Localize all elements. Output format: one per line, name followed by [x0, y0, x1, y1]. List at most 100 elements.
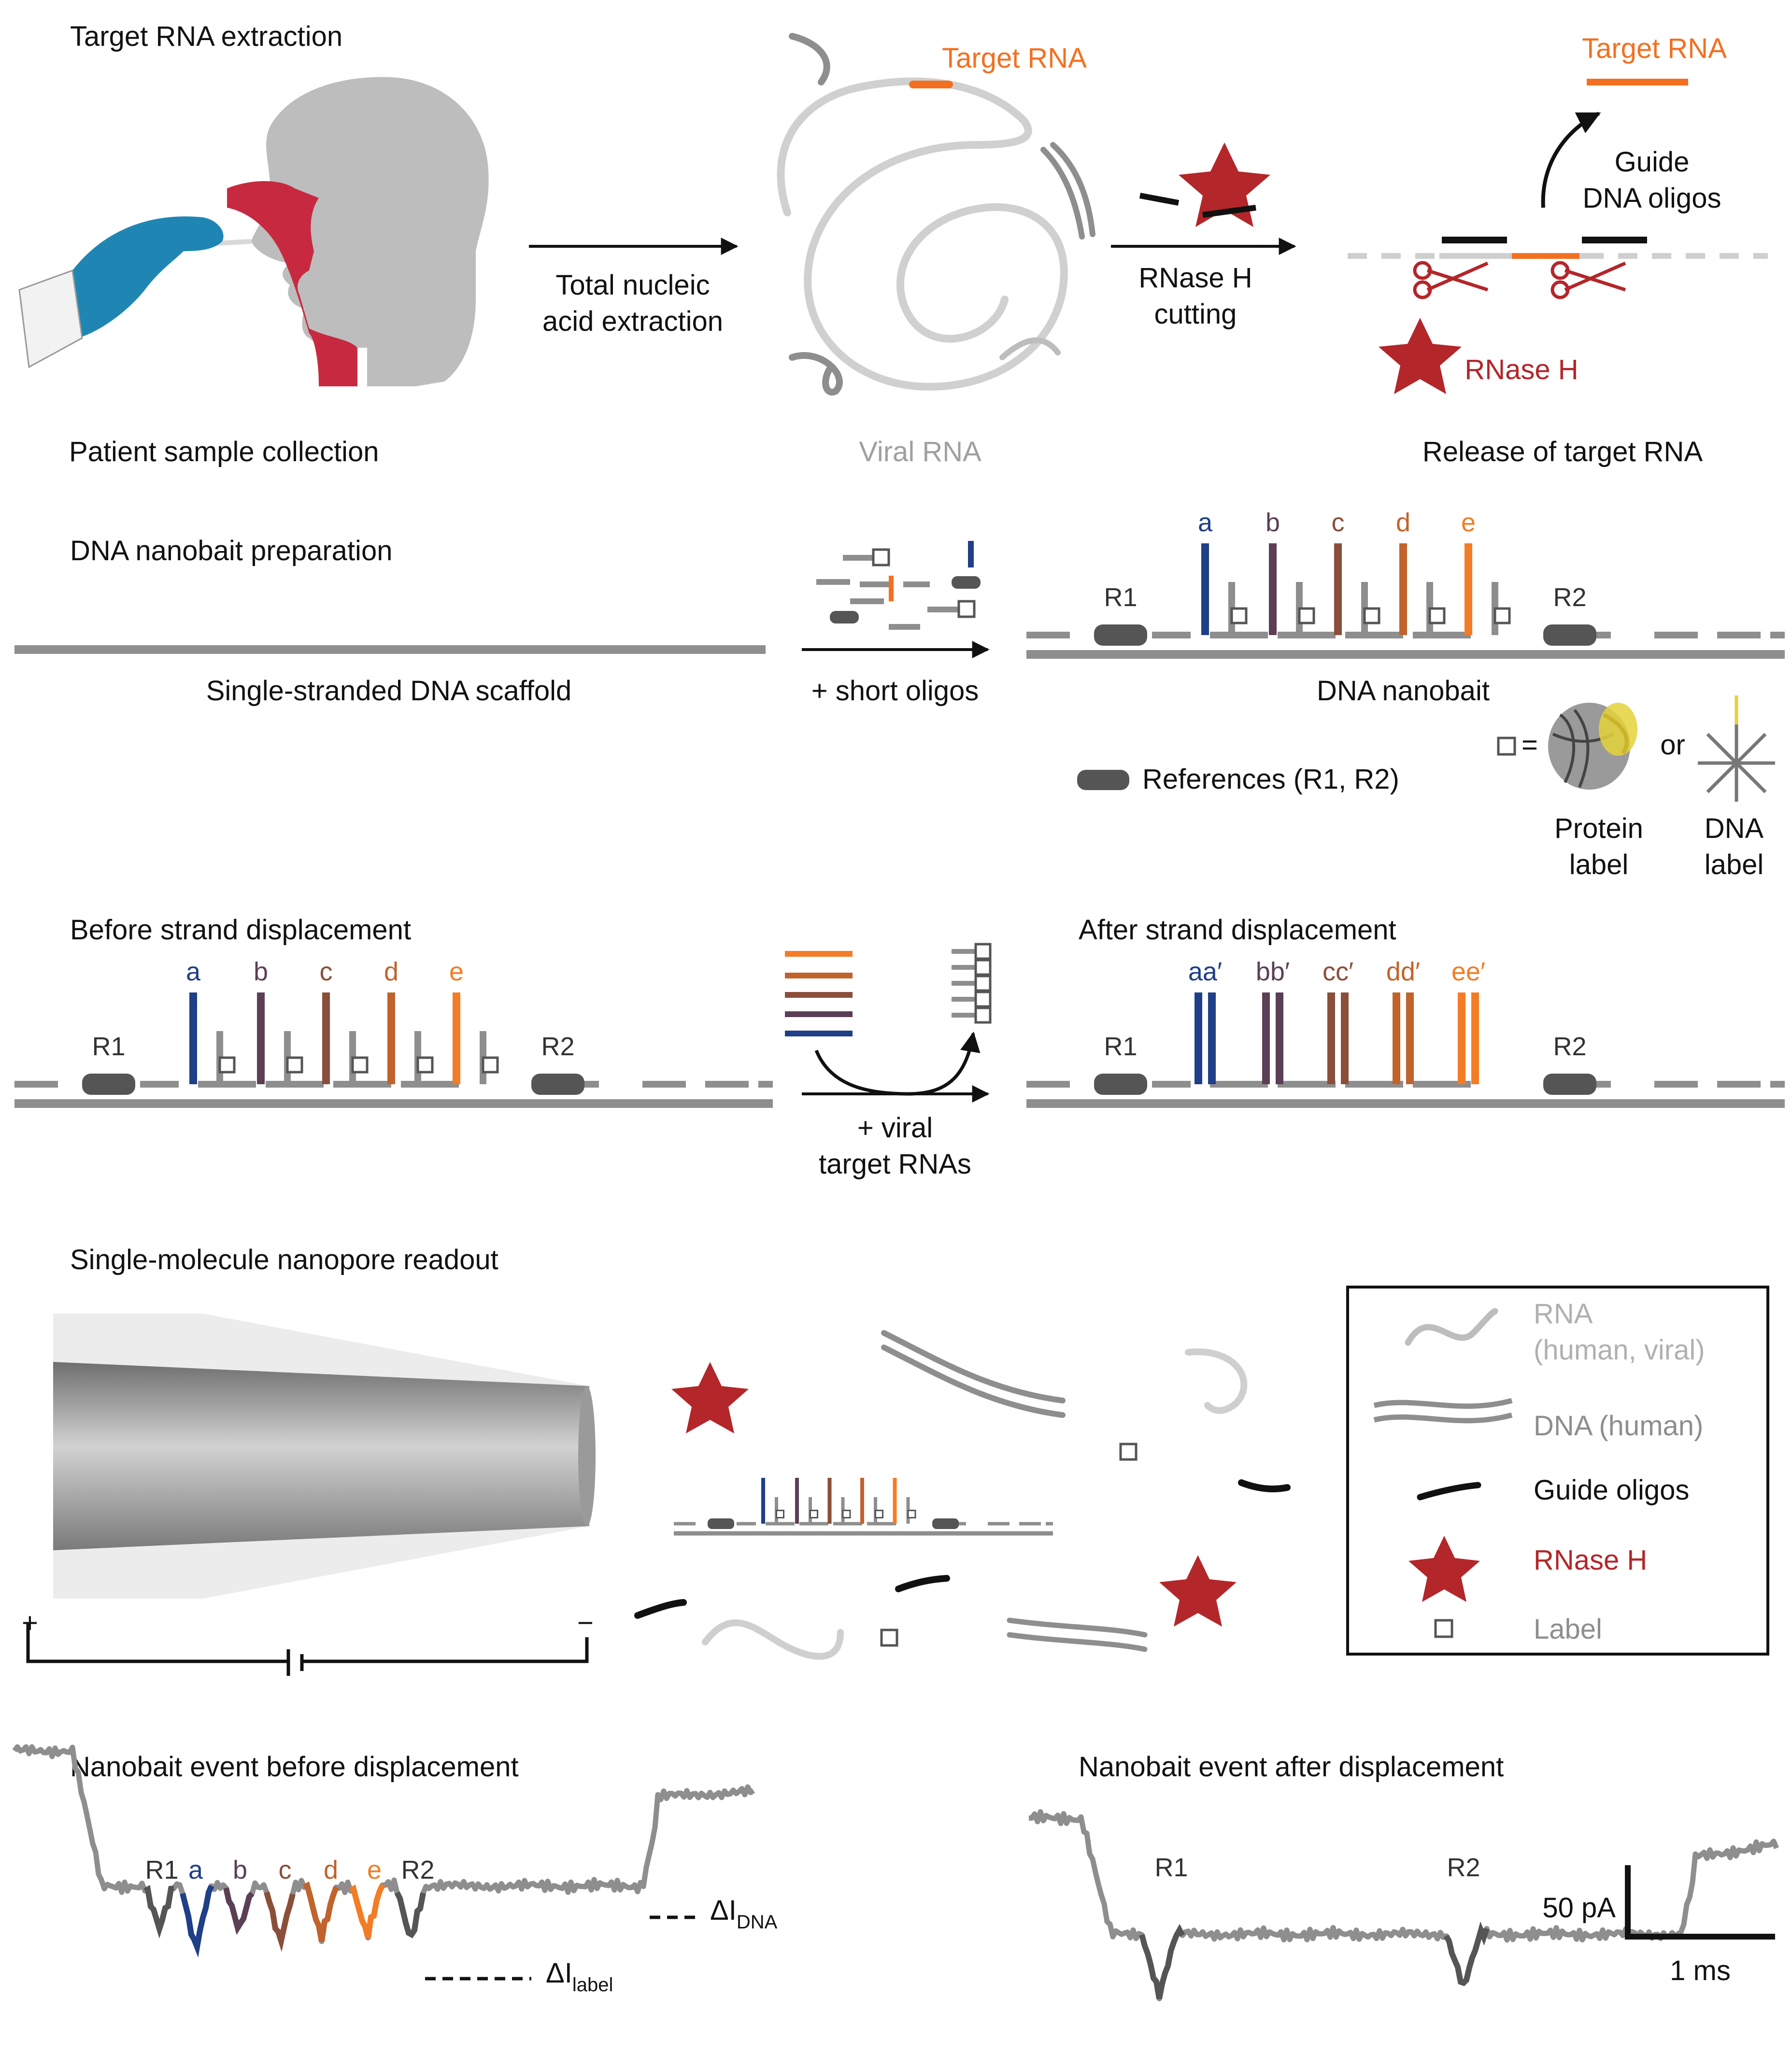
trace-before: [12, 1744, 755, 1958]
current-trace-segment: [143, 1885, 174, 1939]
label-square-icon: [1493, 607, 1511, 624]
legend-rnase: RNase H: [1534, 1544, 1647, 1576]
scale-time: 1 ms: [1670, 1955, 1731, 1986]
star-icon: [1379, 318, 1462, 394]
or-text: or: [1660, 729, 1685, 761]
peak-label-c: c: [279, 1856, 292, 1884]
trace-after-title: Nanobait event after displacement: [1079, 1751, 1504, 1783]
label-square-icon: [810, 1510, 818, 1518]
legend-rna-line2: (human, viral): [1534, 1334, 1705, 1366]
arrow2-line2: cutting: [1154, 298, 1237, 330]
current-trace-segment: [264, 1891, 296, 1952]
minus-sign: −: [577, 1607, 594, 1639]
section-nanopore-readout: Single-molecule nanopore readout + −: [22, 1244, 1769, 1676]
strand-label-e: e: [1461, 508, 1476, 537]
dna-star-icon: [1698, 695, 1775, 802]
current-trace-segment: [1139, 1924, 1185, 1999]
label-square-icon: [907, 1510, 916, 1518]
ref-label-r2: R2: [1553, 583, 1586, 612]
target-rna-label: Target RNA: [942, 42, 1087, 74]
peak-label-r2-after: R2: [1447, 1853, 1480, 1882]
legend-dna: DNA (human): [1534, 1410, 1703, 1442]
peak-label-a: a: [188, 1856, 203, 1884]
reference-r1: [82, 1074, 135, 1095]
arrow2-line1: RNase H: [1138, 262, 1252, 294]
arrow3-line2: target RNAs: [819, 1148, 971, 1180]
strand-label-b: b: [254, 957, 268, 986]
protein-icon: [1548, 703, 1637, 790]
label-square-icon: [286, 1056, 303, 1074]
star-icon: [671, 1362, 749, 1433]
before-displacement-title: Before strand displacement: [70, 914, 411, 946]
current-trace-after: [1028, 1809, 1779, 2001]
ref-label-r2: R2: [541, 1032, 574, 1061]
current-trace-before: [12, 1744, 755, 1950]
peak-label-r2: R2: [401, 1856, 434, 1884]
strand-label-d: d: [384, 957, 398, 986]
strand-label-d: d: [1396, 508, 1410, 537]
current-trace-segment: [1443, 1921, 1490, 1986]
peak-label-b: b: [233, 1856, 247, 1884]
strand-label-b: b: [1266, 508, 1280, 537]
ref-label-r2: R2: [1553, 1032, 1586, 1061]
reference-r2: [531, 1074, 584, 1095]
scissors-icon: [1413, 261, 1489, 299]
ref-label-r1: R1: [92, 1032, 125, 1061]
arrow1-line1: Total nucleic: [555, 269, 710, 301]
strand-label-after-c: cc′: [1323, 957, 1353, 986]
current-trace-segment: [349, 1884, 385, 1939]
scale-bar: 50 pA 1 ms: [1542, 1865, 1775, 1986]
legend-box: [1346, 1286, 1769, 1656]
label-square-icon: [351, 1056, 369, 1074]
arrow3-line1: + viral: [857, 1112, 933, 1144]
section2-title: DNA nanobait preparation: [70, 535, 392, 567]
guide-oligo: [1202, 205, 1256, 218]
current-trace-segment: [180, 1884, 214, 1958]
battery-icon: [26, 1623, 589, 1676]
reference-r1: [708, 1518, 734, 1529]
reference-r2: [1543, 1074, 1596, 1095]
legend-guide: Guide oligos: [1534, 1474, 1689, 1506]
label-square-icon: [875, 1510, 883, 1518]
delta-label-label: ΔIlabel: [546, 1957, 613, 1996]
peak-label-e: e: [367, 1856, 382, 1884]
label-square-icon: [776, 1510, 784, 1518]
guide-oligo: [1139, 193, 1180, 206]
peak-label-r1: R1: [145, 1856, 178, 1884]
guide-line2: DNA oligos: [1583, 183, 1721, 214]
arrow1-line2: acid extraction: [542, 306, 723, 337]
head-silhouette-icon: [227, 77, 489, 386]
target-rna-stack: [785, 943, 992, 1036]
reference-r1: [1094, 1074, 1147, 1095]
peak-label-d: d: [324, 1856, 338, 1884]
strand-label-after-a: aa′: [1188, 957, 1222, 986]
label-square-icon: [416, 1056, 434, 1074]
legend-label: Label: [1534, 1614, 1602, 1645]
guide-line1: Guide: [1615, 146, 1690, 178]
oligos-label: + short oligos: [811, 675, 979, 707]
label-square-icon: [1428, 607, 1446, 624]
nanobait-floating: [674, 1478, 1053, 1536]
reference-icon: [1077, 770, 1129, 790]
ref-label-r1: R1: [1104, 1032, 1137, 1061]
trace-after: [1028, 1809, 1779, 2001]
star-icon: [1179, 142, 1270, 227]
references-label: References (R1, R2): [1142, 764, 1399, 795]
short-oligos-cluster: [816, 541, 981, 630]
nanopore-icon: [53, 1314, 596, 1599]
legend: RNA (human, viral) DNA (human) Guide oli…: [1346, 1286, 1769, 1656]
viral-rna-label: Viral RNA: [859, 436, 981, 467]
legend-dna-icon: [1373, 1398, 1513, 1424]
trace-before-labels: R1 a b c d e R2: [145, 1856, 434, 1884]
current-trace-segment: [394, 1891, 426, 1939]
scaffold-label: Single-stranded DNA scaffold: [206, 675, 572, 707]
reference-r2: [932, 1518, 959, 1529]
protein-line1: Protein: [1554, 813, 1643, 844]
scissors-icon: [1550, 261, 1626, 299]
section-nanobait-preparation: DNA nanobait preparation Single-stranded…: [14, 508, 1785, 880]
star-icon: [1159, 1555, 1237, 1627]
